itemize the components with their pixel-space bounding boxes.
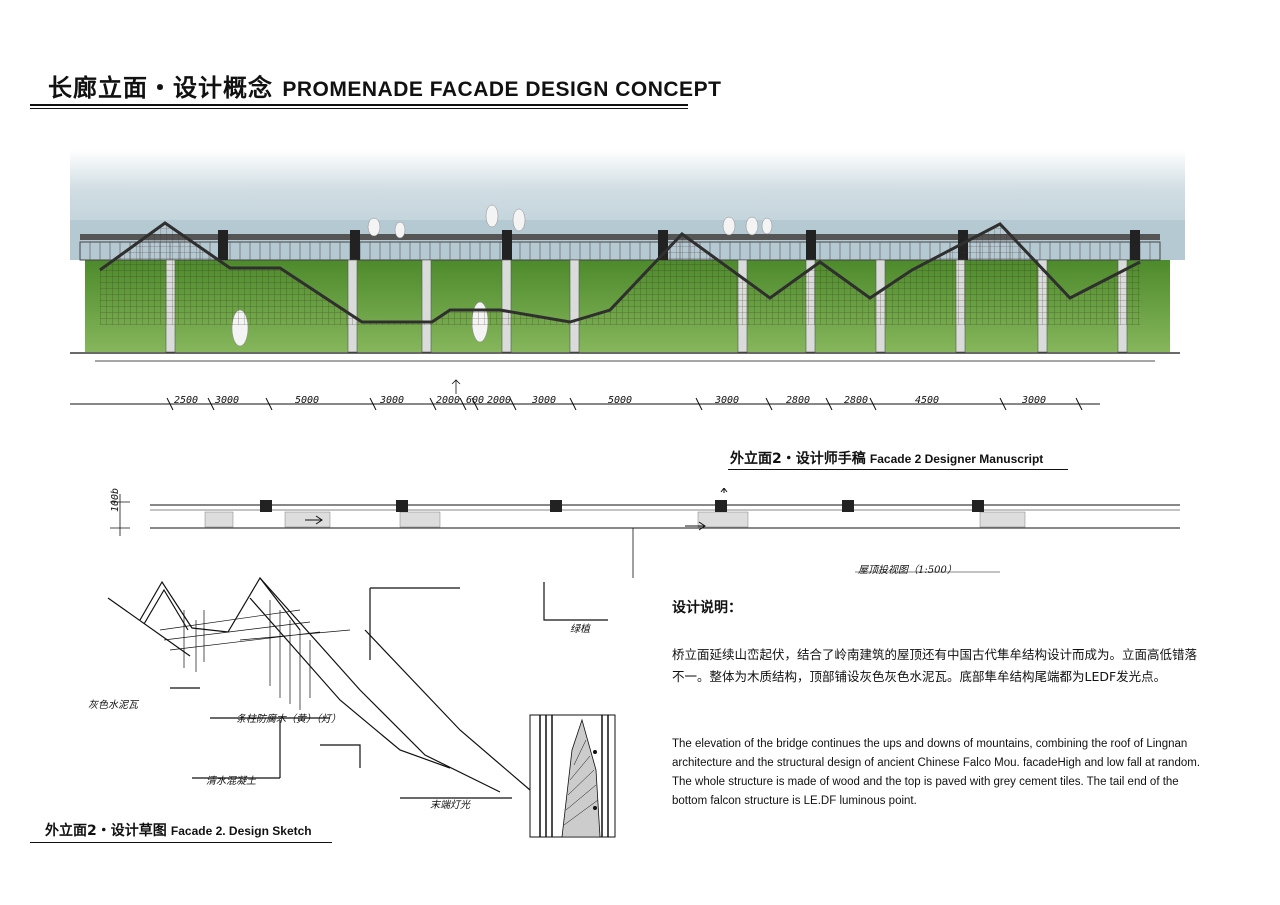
- page-title-en: PROMENADE FACADE DESIGN CONCEPT: [282, 78, 722, 101]
- dim-label: 5000: [295, 395, 320, 406]
- page-title-cn: 长廊立面・设计概念: [48, 74, 273, 102]
- sketch-caption-cn: 外立面2・设计草图: [45, 823, 167, 839]
- dim-label: 2500: [174, 395, 199, 406]
- elevation-caption-en: Facade 2 Designer Manuscript: [869, 452, 1044, 466]
- dim-label: 600: [466, 395, 485, 406]
- label-beam-wood: 条柱防腐木（黄）（灯）: [236, 714, 341, 725]
- caption-rule: [728, 469, 1068, 470]
- title-rule-thin: [30, 108, 688, 109]
- plan-label: 屋顶投视图（1:500）: [858, 565, 957, 576]
- title-rule: [30, 104, 688, 106]
- dim-label: 3000: [215, 395, 240, 406]
- dim-label: 2000: [436, 395, 461, 406]
- dim-label: 2800: [786, 395, 811, 406]
- dim-label: 2800: [844, 395, 869, 406]
- page-title: 长廊立面・设计概念 PROMENADE FACADE DESIGN CONCEP…: [48, 68, 721, 103]
- description-text-en: The elevation of the bridge continues th…: [672, 738, 1201, 807]
- dim-label: 5000: [608, 395, 633, 406]
- facade-elevation-drawing: [70, 150, 1185, 362]
- plan-dim-label: 100b: [110, 487, 121, 512]
- sketch-caption-en: Facade 2. Design Sketch: [170, 824, 312, 838]
- dim-label: 3000: [1022, 395, 1047, 406]
- label-grey-tile: 灰色水泥瓦: [88, 700, 138, 711]
- dim-label: 2000: [487, 395, 512, 406]
- dim-label: 3000: [532, 395, 557, 406]
- dimension-line: [70, 379, 1100, 411]
- description-heading: 设计说明：: [672, 600, 742, 616]
- design-sketch-drawing: [107, 576, 616, 838]
- label-green-board: 绿植: [570, 624, 590, 635]
- dim-label: 3000: [380, 395, 405, 406]
- dim-label: 4500: [915, 395, 940, 406]
- label-end-light: 末端灯光: [430, 800, 470, 811]
- sketch-caption: 外立面2・设计草图 Facade 2. Design Sketch: [45, 820, 312, 840]
- elevation-caption: 外立面2・设计师手稿 Facade 2 Designer Manuscript: [730, 448, 1043, 468]
- dim-label: 3000: [715, 395, 740, 406]
- elevation-caption-cn: 外立面2・设计师手稿: [730, 451, 866, 467]
- label-concrete: 清水混凝土: [206, 776, 256, 787]
- roof-plan-drawing: [110, 488, 1180, 578]
- description-text-cn: 桥立面延续山峦起伏，结合了岭南建筑的屋顶还有中国古代隼牟结构设计而成为。立面高低…: [672, 647, 1198, 684]
- caption-rule: [30, 842, 332, 843]
